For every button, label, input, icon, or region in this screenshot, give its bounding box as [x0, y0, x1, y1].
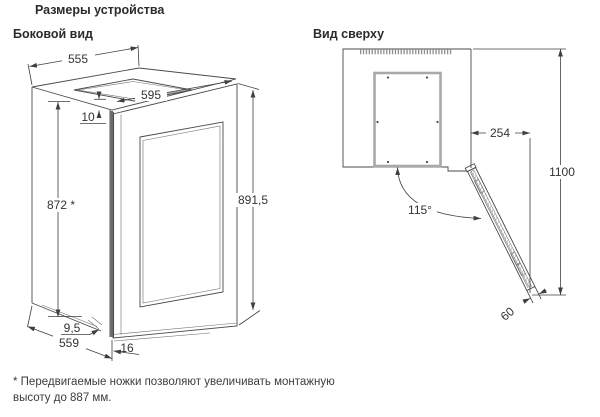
dim-label-opening-angle: 115°: [408, 203, 432, 217]
dim-label-depth-door-open: 1100: [549, 165, 575, 179]
door-glass-panel: [139, 121, 224, 308]
dim-angle: 115°: [395, 167, 482, 221]
dim-9-5: 9,5: [61, 321, 100, 336]
cabinet-outline-top: [342, 48, 471, 172]
top-view-label: Вид сверху: [313, 27, 385, 41]
dim-10: 10: [80, 91, 106, 124]
dim-595: 595: [116, 79, 233, 103]
page-title: Размеры устройства: [35, 3, 165, 17]
dim-label-height-front: 891,5: [238, 193, 268, 207]
dim-label-hinge-clearance: 254: [490, 126, 510, 140]
dim-559: 559: [27, 305, 113, 361]
cabinet-front-face: [112, 83, 238, 339]
dim-label-depth-top: 555: [68, 52, 88, 66]
dim-label-plinth-recess: 9,5: [64, 321, 81, 335]
dim-16: 16: [113, 341, 140, 355]
front-pillar: [109, 110, 115, 338]
door-open: [464, 163, 547, 304]
mounting-plate: [373, 71, 442, 168]
dim-891-5: 891,5: [235, 83, 272, 326]
side-view-drawing: 555 595 10 872 * 8: [27, 44, 272, 361]
top-niche-cutout: [73, 78, 193, 102]
dim-label-door-overhang: 16: [120, 341, 134, 355]
dim-label-door-thickness: 60: [498, 304, 517, 324]
screw-dots: [376, 76, 439, 164]
dim-555: 555: [27, 44, 140, 86]
dim-872: 872 *: [43, 101, 82, 317]
cabinet-top-face: [31, 67, 237, 111]
dim-label-top-clearance: 10: [81, 110, 95, 124]
dim-1100: 1100: [473, 48, 579, 296]
dim-254: 254: [471, 126, 531, 293]
top-view-drawing: 60 254 1100 115°: [342, 48, 579, 324]
dim-label-niche-width: 595: [141, 88, 161, 102]
footnote-text: * Передвигаемые ножки позволяют увеличив…: [13, 376, 335, 404]
dim-label-height-adjustable: 872 *: [47, 198, 75, 212]
side-view-label: Боковой вид: [13, 27, 93, 41]
dim-label-depth-bottom: 559: [59, 336, 79, 350]
